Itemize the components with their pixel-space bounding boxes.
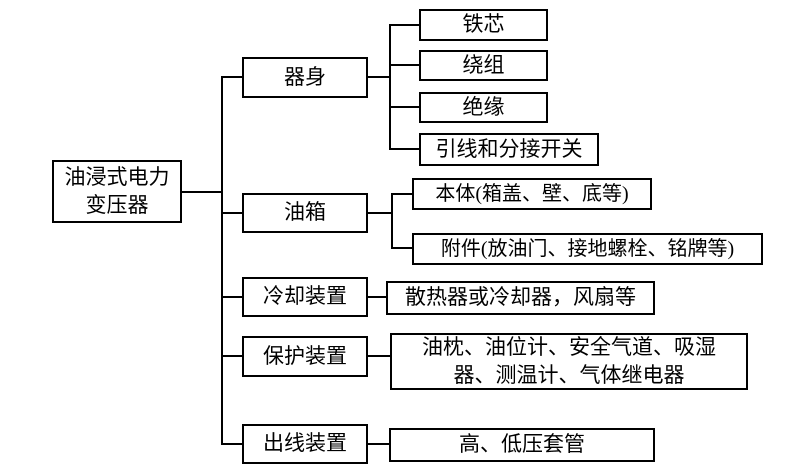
connector-body-subtrunk — [368, 76, 391, 78]
connector-subtrunk-oil-tank — [391, 193, 393, 249]
leaf-insulation: 绝缘 — [419, 92, 548, 123]
connector-leaf-tank-body — [391, 193, 412, 195]
connector-branch-outlet — [221, 443, 242, 445]
connector-subtrunk-body — [389, 24, 391, 150]
leaf-tank-accessories: 附件(放油门、接地螺栓、铭牌等) — [412, 233, 763, 265]
connector-leaf-protection-parts — [368, 355, 390, 357]
connector-leaf-leads — [389, 148, 419, 150]
connector-leaf-radiator — [368, 296, 386, 298]
connector-branch-protection — [221, 355, 242, 357]
connector-leaf-winding — [389, 64, 419, 66]
node-outlet-device: 出线装置 — [242, 424, 368, 464]
connector-leaf-insulation — [389, 106, 419, 108]
leaf-tank-body: 本体(箱盖、壁、底等) — [412, 178, 652, 210]
leaf-iron-core: 铁芯 — [419, 9, 548, 41]
node-body: 器身 — [242, 57, 368, 98]
node-transformer-root: 油浸式电力 变压器 — [52, 160, 182, 223]
leaf-radiator-fan: 散热器或冷却器，风扇等 — [386, 281, 655, 315]
connector-branch-oil-tank — [221, 212, 242, 214]
connector-branch-body — [221, 76, 242, 78]
connector-leaf-bushings — [368, 443, 389, 445]
node-oil-tank: 油箱 — [242, 193, 368, 233]
connector-branch-cooling — [221, 296, 242, 298]
leaf-leads-and-tap-switch: 引线和分接开关 — [419, 133, 599, 166]
leaf-protection-parts: 油枕、油位计、安全气道、吸湿 器、测温计、气体继电器 — [390, 333, 748, 390]
connector-leaf-iron-core — [389, 24, 419, 26]
leaf-winding: 绕组 — [419, 50, 548, 81]
connector-leaf-tank-accessories — [391, 247, 412, 249]
node-protection-device: 保护装置 — [242, 336, 368, 377]
leaf-bushings: 高、低压套管 — [389, 428, 655, 462]
connector-oil-tank-subtrunk — [368, 212, 393, 214]
connector-line-root — [182, 191, 223, 193]
node-cooling-device: 冷却装置 — [242, 277, 368, 317]
connector-trunk — [221, 76, 223, 445]
